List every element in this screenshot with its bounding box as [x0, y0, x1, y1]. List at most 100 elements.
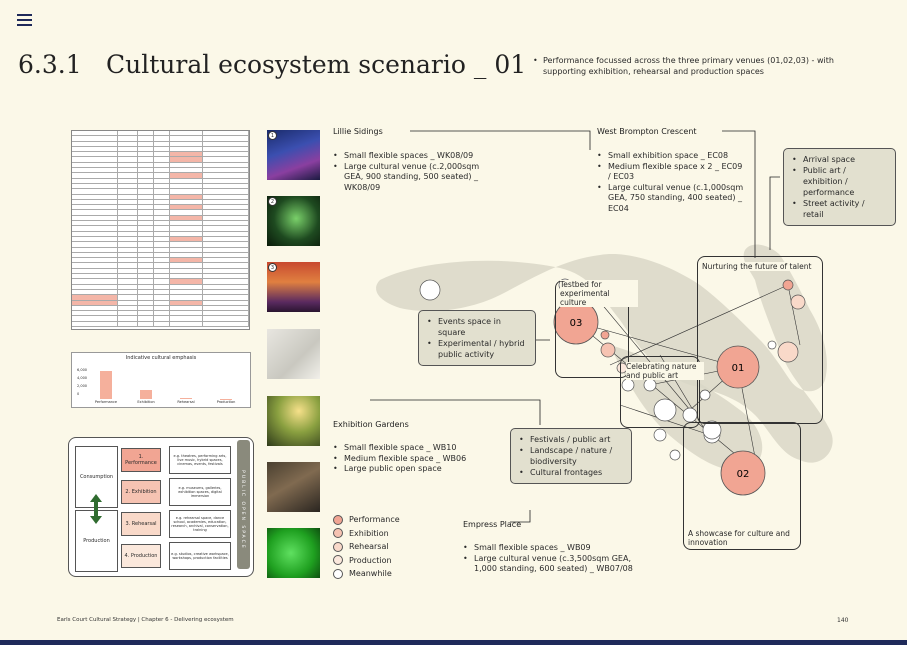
stage-exhibition: 2. Exhibition: [121, 480, 161, 504]
callout-festivals: Festivals / public art Landscape / natur…: [510, 428, 632, 484]
stage-label: 3. Rehearsal: [125, 521, 157, 527]
callout-item: Cultural frontages: [519, 467, 623, 478]
list-item: Medium flexible space x 2 _ EC09 / EC03: [597, 162, 747, 183]
photo-green-screen: [267, 528, 320, 578]
page-title: Cultural ecosystem scenario _ 01: [106, 50, 527, 79]
venue-03-label: 03: [570, 318, 583, 329]
section-number: 6.3.1: [18, 50, 82, 79]
site-footprint: [376, 244, 833, 463]
bar-label: Exhibition: [137, 400, 155, 404]
site-name-empress: Empress Place: [463, 520, 522, 529]
venue-02-label: 02: [737, 469, 750, 480]
venue-01-circle: [716, 345, 760, 389]
legend-swatch-icon: [333, 514, 343, 525]
list-item: Large public open space: [333, 464, 483, 475]
table-row: [72, 136, 249, 142]
side-label: PUBLIC OPEN SPACE: [240, 470, 245, 550]
legend-swatch-icon: [333, 541, 343, 552]
table-row: [72, 311, 249, 317]
table-row: [72, 258, 249, 264]
list-item: Large cultural venue (c.3,500sqm GEA, 1,…: [463, 554, 653, 575]
y-tick: 6,000: [77, 368, 88, 372]
callout-item: Street activity / retail: [792, 198, 887, 220]
table-row: [72, 316, 249, 322]
schedule-table: [71, 130, 250, 330]
table-row: [72, 226, 249, 232]
small-venue-circles: [419, 278, 806, 461]
photo-number: 3: [268, 263, 277, 272]
callout-item: Arrival space: [792, 154, 887, 165]
photo-gallery-space: [267, 329, 320, 379]
table-row: [72, 194, 249, 200]
bar: [140, 390, 152, 399]
legend-item: Meanwhile: [333, 567, 400, 581]
table-row: [72, 279, 249, 285]
list-item: Small flexible spaces _ WB09: [463, 543, 653, 554]
table-row: [72, 141, 249, 147]
zone-showcase-label: A showcase for culture and innovation: [688, 529, 798, 547]
photo-garden-event: [267, 396, 320, 446]
zone-testbed-label: Testbed for experimental culture: [560, 280, 638, 307]
footer-text: Earls Court Cultural Strategy | Chapter …: [57, 617, 234, 623]
bar-label: Production: [216, 400, 236, 404]
callout-item: Events space in square: [427, 316, 527, 338]
callout-item: Public art / exhibition / performance: [792, 165, 887, 198]
legend-item: Production: [333, 554, 400, 568]
gardens-list: Small flexible space _ WB10 Medium flexi…: [333, 443, 483, 475]
table-row: [72, 231, 249, 237]
table-row: [72, 157, 249, 163]
list-item: Large cultural venue (c.1,000sqm GEA, 75…: [597, 183, 747, 215]
production-label: Production: [83, 538, 110, 544]
leader-lines: [370, 130, 780, 523]
photo-workshop: [267, 462, 320, 512]
callout-item: Landscape / nature / biodiversity: [519, 445, 623, 467]
example-text: e.g. theatres, performing arts, live mus…: [173, 454, 227, 466]
table-row: [72, 221, 249, 227]
table-row: [72, 205, 249, 211]
list-item: Large cultural venue (c.2,000sqm GEA, 90…: [333, 162, 493, 194]
table-row: [72, 236, 249, 243]
table-row: [72, 183, 249, 190]
table-row: [72, 178, 249, 184]
table-row: [72, 295, 249, 301]
callout-events: Events space in square Experimental / hy…: [418, 310, 536, 366]
table-row: [72, 300, 249, 306]
table-row: [72, 305, 249, 312]
legend-label: Rehearsal: [349, 542, 389, 552]
stage-production: 4. Production: [121, 544, 161, 568]
menu-icon[interactable]: [17, 14, 32, 26]
legend-item: Rehearsal: [333, 540, 400, 554]
example-text: e.g. studios, creative workspace, worksh…: [171, 552, 229, 560]
y-tick: 0: [77, 392, 80, 396]
photo-number: 1: [268, 131, 277, 140]
consumption-production-diagram: Consumption Production 1. Performance 2.…: [68, 437, 254, 577]
site-name-gardens: Exhibition Gardens: [333, 420, 409, 429]
stage-label: 1. Performance: [125, 454, 157, 466]
site-name-lillie: Lillie Sidings: [333, 127, 383, 136]
zone-nature-label: Celebrating nature and public art: [626, 362, 704, 380]
venue-01-label: 01: [732, 363, 745, 374]
bar-label: Rehearsal: [177, 400, 195, 404]
legend-swatch-icon: [333, 568, 343, 579]
example-text: e.g. museums, galleries, exhibition spac…: [178, 486, 222, 498]
table-row: [72, 199, 249, 206]
table-row: [72, 284, 249, 290]
example-box: e.g. theatres, performing arts, live mus…: [169, 446, 231, 474]
legend-label: Performance: [349, 515, 400, 525]
site-name-westbrompton: West Brompton Crescent: [597, 127, 697, 136]
zone-talent: [697, 256, 823, 424]
legend-label: Exhibition: [349, 528, 389, 538]
callout-item: Experimental / hybrid public activity: [427, 338, 527, 360]
example-box: e.g. museums, galleries, exhibition spac…: [169, 478, 231, 506]
consumption-label: Consumption: [79, 474, 114, 480]
stage-label: 2. Exhibition: [125, 489, 157, 495]
public-open-space-bar: PUBLIC OPEN SPACE: [237, 440, 250, 569]
zone-showcase: [683, 422, 801, 550]
lillie-list: Small flexible spaces _ WK08/09 Large cu…: [333, 151, 493, 193]
callout-arrival: Arrival space Public art / exhibition / …: [783, 148, 896, 226]
legend-label: Production: [349, 555, 392, 565]
legend-item: Exhibition: [333, 527, 400, 541]
table-row: [72, 215, 249, 222]
mini-chart-title: Indicative cultural emphasis: [125, 355, 197, 361]
